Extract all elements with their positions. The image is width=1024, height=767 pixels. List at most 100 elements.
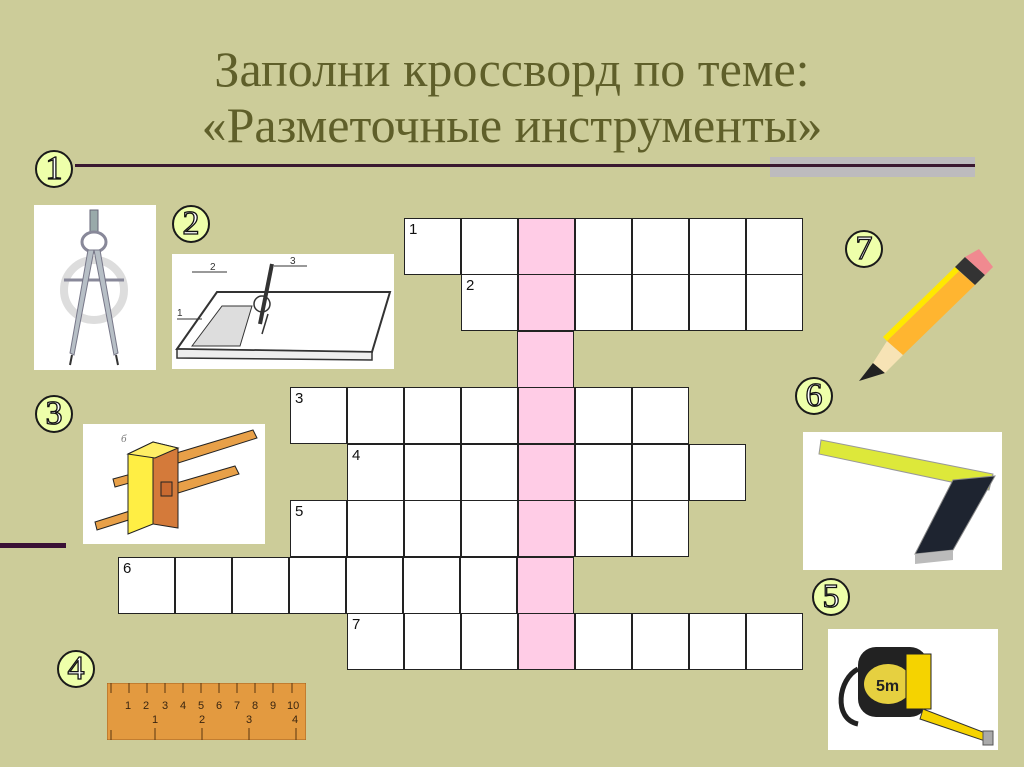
crossword-cell[interactable] xyxy=(518,444,575,501)
crossword-cell[interactable] xyxy=(575,444,632,501)
crossword-cell[interactable] xyxy=(175,557,232,614)
crossword-cell[interactable] xyxy=(461,500,518,557)
crossword-cell[interactable] xyxy=(575,387,632,444)
crossword-cell[interactable] xyxy=(404,613,461,670)
badge-4: 4 xyxy=(57,650,95,688)
crossword-cell[interactable] xyxy=(404,444,461,501)
svg-text:1: 1 xyxy=(177,308,183,319)
ruler-icon: 1 2 3 4 5 6 7 8 9 10 1 2 3 4 xyxy=(107,683,306,740)
svg-text:7: 7 xyxy=(234,700,240,712)
try-square-icon xyxy=(818,439,996,564)
crossword-cell[interactable] xyxy=(347,387,404,444)
mortise-gauge-image: б xyxy=(83,424,265,544)
board-icon: 2 1 3 xyxy=(175,256,392,361)
svg-text:1: 1 xyxy=(152,714,158,726)
svg-text:5: 5 xyxy=(198,700,204,712)
crossword-cell[interactable] xyxy=(575,274,632,331)
crossword-cell[interactable] xyxy=(689,218,746,275)
clue-number: 1 xyxy=(409,221,418,238)
crossword-cell[interactable] xyxy=(518,613,575,670)
title-line-2: «Разметочные инструменты» xyxy=(201,97,823,153)
svg-text:4: 4 xyxy=(180,700,186,712)
badge-1: 1 xyxy=(35,150,73,188)
crossword-cell[interactable]: 7 xyxy=(347,613,404,670)
crossword-cell[interactable] xyxy=(746,274,803,331)
compass-image xyxy=(34,205,156,370)
badge-3: 3 xyxy=(35,395,73,433)
svg-text:2: 2 xyxy=(143,700,149,712)
keyword-cell[interactable] xyxy=(517,331,574,388)
crossword-cell[interactable] xyxy=(403,557,460,614)
crossword-cell[interactable] xyxy=(461,613,518,670)
crossword-cell[interactable] xyxy=(404,387,461,444)
marking-board-image: 2 1 3 xyxy=(172,254,394,369)
pencil-icon xyxy=(859,249,993,381)
crossword-cell[interactable] xyxy=(746,613,803,670)
svg-text:10: 10 xyxy=(287,700,299,712)
crossword-cell[interactable] xyxy=(689,613,746,670)
svg-text:4: 4 xyxy=(292,714,298,726)
clue-number: 5 xyxy=(295,503,304,520)
keyword-cell[interactable] xyxy=(517,557,574,614)
crossword-cell[interactable] xyxy=(518,218,575,275)
try-square-image xyxy=(803,432,1002,570)
crossword-cell[interactable]: 5 xyxy=(290,500,347,557)
crossword-cell[interactable]: 6 xyxy=(118,557,175,614)
svg-text:6: 6 xyxy=(216,700,222,712)
crossword-cell[interactable] xyxy=(518,500,575,557)
svg-text:3: 3 xyxy=(162,700,168,712)
crossword-cell[interactable] xyxy=(632,613,689,670)
crossword-cell[interactable] xyxy=(746,218,803,275)
gauge-icon: б xyxy=(94,429,258,535)
crossword-cell[interactable] xyxy=(518,274,575,331)
left-divider xyxy=(0,543,66,548)
crossword-cell[interactable] xyxy=(232,557,289,614)
crossword-cell[interactable] xyxy=(461,444,518,501)
crossword-cell[interactable] xyxy=(632,500,689,557)
crossword-cell[interactable] xyxy=(347,500,404,557)
clue-number: 7 xyxy=(352,616,361,633)
crossword-cell[interactable]: 2 xyxy=(461,274,518,331)
svg-text:9: 9 xyxy=(270,700,276,712)
crossword-cell[interactable] xyxy=(575,500,632,557)
decorative-grey-bar xyxy=(770,157,975,177)
svg-text:б: б xyxy=(121,433,127,445)
crossword-cell[interactable] xyxy=(404,500,461,557)
crossword-cell[interactable] xyxy=(461,387,518,444)
badge-6: 6 xyxy=(795,377,833,415)
tape-measure-icon: 5m xyxy=(838,647,994,746)
title-line-1: Заполни кроссворд по теме: xyxy=(214,41,810,97)
svg-text:2: 2 xyxy=(210,262,216,273)
clue-number: 4 xyxy=(352,447,361,464)
clue-number: 3 xyxy=(295,390,304,407)
crossword-cell[interactable]: 4 xyxy=(347,444,404,501)
crossword-cell[interactable] xyxy=(632,218,689,275)
svg-text:8: 8 xyxy=(252,700,258,712)
crossword-cell[interactable] xyxy=(632,274,689,331)
crossword-cell[interactable] xyxy=(289,557,346,614)
svg-text:2: 2 xyxy=(199,714,205,726)
clue-number: 6 xyxy=(123,560,132,577)
svg-text:5m: 5m xyxy=(876,678,899,695)
crossword-cell[interactable] xyxy=(346,557,403,614)
crossword-cell[interactable]: 3 xyxy=(290,387,347,444)
crossword-cell[interactable] xyxy=(689,444,746,501)
badge-5: 5 xyxy=(812,578,850,616)
crossword-cell[interactable] xyxy=(689,274,746,331)
svg-text:3: 3 xyxy=(246,714,252,726)
crossword-cell[interactable] xyxy=(461,218,518,275)
crossword-cell[interactable] xyxy=(632,387,689,444)
crossword-cell[interactable] xyxy=(632,444,689,501)
badge-2: 2 xyxy=(172,205,210,243)
svg-text:3: 3 xyxy=(290,256,296,267)
tape-measure-image: 5m xyxy=(828,629,998,750)
crossword-cell[interactable] xyxy=(518,387,575,444)
clue-number: 2 xyxy=(466,277,475,294)
crossword-cell[interactable] xyxy=(575,613,632,670)
crossword-cell[interactable] xyxy=(575,218,632,275)
top-divider xyxy=(75,164,975,167)
badge-7: 7 xyxy=(845,230,883,268)
crossword-cell[interactable] xyxy=(460,557,517,614)
crossword-cell[interactable]: 1 xyxy=(404,218,461,275)
compass-icon xyxy=(60,209,128,366)
